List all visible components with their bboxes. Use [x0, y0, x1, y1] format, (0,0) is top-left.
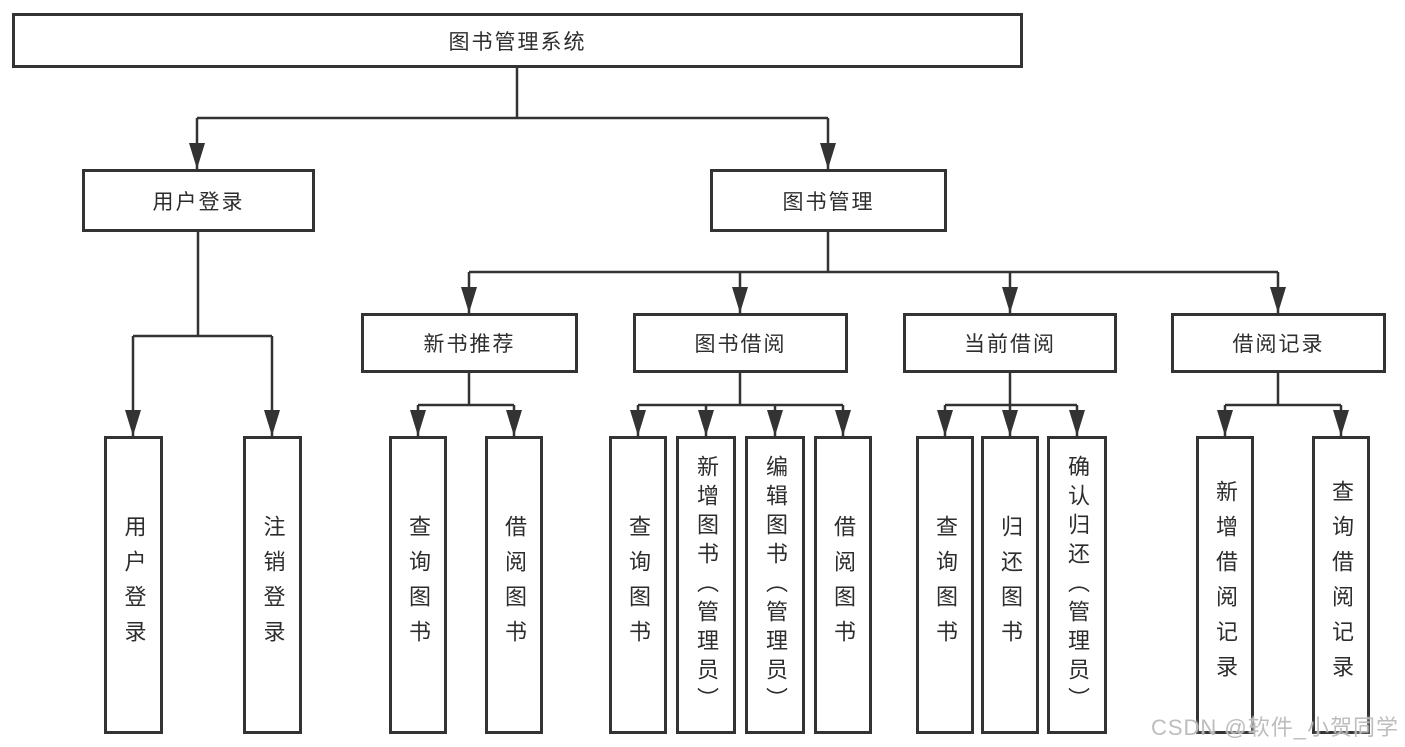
arrowhead-icon — [1002, 410, 1018, 436]
arrowhead-icon — [1217, 410, 1233, 436]
arrowhead-icon — [125, 410, 141, 436]
node-user-login: 用户登录 — [82, 169, 315, 232]
arrowhead-icon — [1002, 287, 1018, 313]
arrowhead-icon — [937, 410, 953, 436]
arrowhead-icon — [1270, 287, 1286, 313]
arrowhead-icon — [506, 410, 522, 436]
leaf-borrow-books: 借阅图书 — [814, 436, 872, 734]
tree-edges — [131, 66, 1343, 436]
leaf-query-books-recommend: 查询图书 — [389, 436, 447, 734]
node-library-management-system: 图书管理系统 — [12, 13, 1023, 68]
node-book-management: 图书管理 — [710, 169, 947, 232]
arrowhead-icon — [835, 410, 851, 436]
arrowhead-icon — [410, 410, 426, 436]
leaf-query-books-current: 查询图书 — [916, 436, 974, 734]
leaf-confirm-return-admin: 确认归还（管理员） — [1047, 436, 1107, 734]
leaf-return-books: 归还图书 — [981, 436, 1039, 734]
arrowhead-icon — [698, 410, 714, 436]
arrowhead-icon — [264, 410, 280, 436]
node-book-borrowing: 图书借阅 — [633, 313, 848, 373]
leaf-add-borrow-record: 新增借阅记录 — [1196, 436, 1254, 734]
leaf-edit-books-admin: 编辑图书（管理员） — [745, 436, 805, 734]
arrowhead-icon — [820, 143, 836, 169]
node-borrowing-records: 借阅记录 — [1171, 313, 1386, 373]
leaf-user-login: 用户登录 — [104, 436, 163, 734]
arrowhead-icon — [630, 410, 646, 436]
leaf-borrow-books-recommend: 借阅图书 — [485, 436, 543, 734]
leaf-query-borrow-record: 查询借阅记录 — [1312, 436, 1370, 734]
node-current-borrowing: 当前借阅 — [903, 313, 1117, 373]
arrowhead-icon — [767, 410, 783, 436]
arrowhead-icon — [1333, 410, 1349, 436]
arrowhead-icon — [732, 287, 748, 313]
leaf-query-books-borrow: 查询图书 — [609, 436, 667, 734]
leaf-logout: 注销登录 — [243, 436, 302, 734]
node-new-book-recommendation: 新书推荐 — [361, 313, 578, 373]
arrowhead-icon — [461, 287, 477, 313]
leaf-add-books-admin: 新增图书（管理员） — [676, 436, 736, 734]
arrowhead-icon — [189, 143, 205, 169]
csdn-watermark: CSDN @软件_小贺同学 — [1150, 715, 1399, 740]
arrowhead-icon — [1069, 410, 1085, 436]
